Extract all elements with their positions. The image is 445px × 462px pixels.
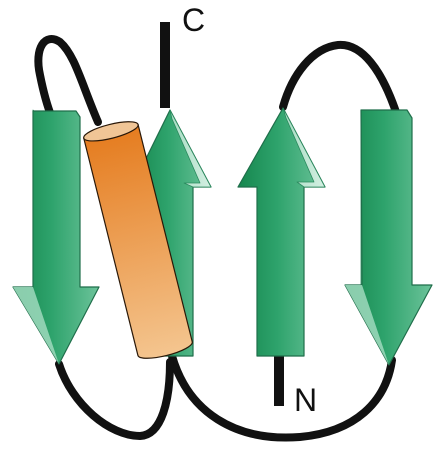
beta-strand-3-face [282,107,326,188]
beta-strand-1-highlight [13,287,59,364]
n-terminus-label: N [294,382,317,418]
beta-strand-3-body [237,107,326,357]
beta-strand-2-face [169,109,212,188]
beta-strand-4-highlight [345,285,389,365]
loop-strand1-to-helix-bottom [55,358,174,440]
beta-strand-1 [12,109,100,365]
alpha-helix-1 [83,121,193,359]
loop-strand2-to-strand4-bottom [168,352,396,442]
c-terminus-label: C [182,2,205,38]
beta-strand-4 [344,109,433,366]
alpha-helix-1-body [83,123,193,359]
loop-strand1-to-strand2-top [34,35,102,126]
beta-strand-3 [237,107,326,357]
beta-strand-4-body [344,109,433,366]
loop-strand3-to-strand4-top [279,40,401,119]
alpha-helix-1-top-cap [83,121,139,142]
